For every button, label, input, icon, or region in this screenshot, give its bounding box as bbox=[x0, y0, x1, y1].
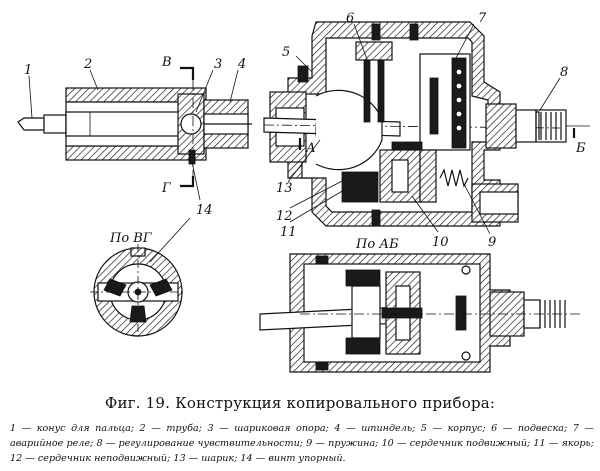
label-7: 7 bbox=[478, 11, 487, 26]
label-2: 2 bbox=[83, 57, 92, 72]
view-label-ab: По АБ bbox=[355, 237, 399, 252]
section-mark-g: Г bbox=[161, 181, 171, 196]
label-4: 4 bbox=[237, 57, 246, 72]
caption-title: Конструкция копировального прибора: bbox=[175, 394, 496, 412]
label-10: 10 bbox=[432, 235, 449, 250]
label-5: 5 bbox=[282, 45, 290, 60]
figure-legend: 1 — конус для пальца; 2 — труба; 3 — шар… bbox=[10, 423, 594, 464]
label-3: 3 bbox=[214, 57, 222, 72]
label-12: 12 bbox=[276, 209, 293, 224]
technical-drawing: 1 2 3 4 14 5 6 7 8 9 10 11 12 13 В Г А Б… bbox=[17, 11, 590, 373]
view-label-vg: По ВГ bbox=[109, 231, 152, 246]
label-1: 1 bbox=[24, 63, 32, 78]
label-11: 11 bbox=[280, 225, 297, 240]
label-14: 14 bbox=[196, 203, 213, 218]
label-13: 13 bbox=[276, 181, 293, 196]
section-mark-a: А bbox=[305, 141, 316, 156]
main-housing-section bbox=[263, 21, 590, 235]
caption-prefix: Фиг. 19. bbox=[104, 394, 171, 412]
label-9: 9 bbox=[488, 235, 496, 250]
figure-caption: Фиг. 19. Конструкция копировального приб… bbox=[0, 394, 600, 412]
label-8: 8 bbox=[560, 65, 568, 80]
label-6: 6 bbox=[346, 11, 354, 26]
section-mark-v: В bbox=[161, 55, 172, 70]
section-view-vg bbox=[90, 217, 191, 340]
part-labels: 1 2 3 4 14 5 6 7 8 9 10 11 12 13 В Г А Б… bbox=[24, 11, 586, 252]
plan-view-ab bbox=[259, 253, 580, 373]
stylus-assembly-view bbox=[17, 66, 252, 201]
section-mark-b: Б bbox=[575, 141, 586, 156]
